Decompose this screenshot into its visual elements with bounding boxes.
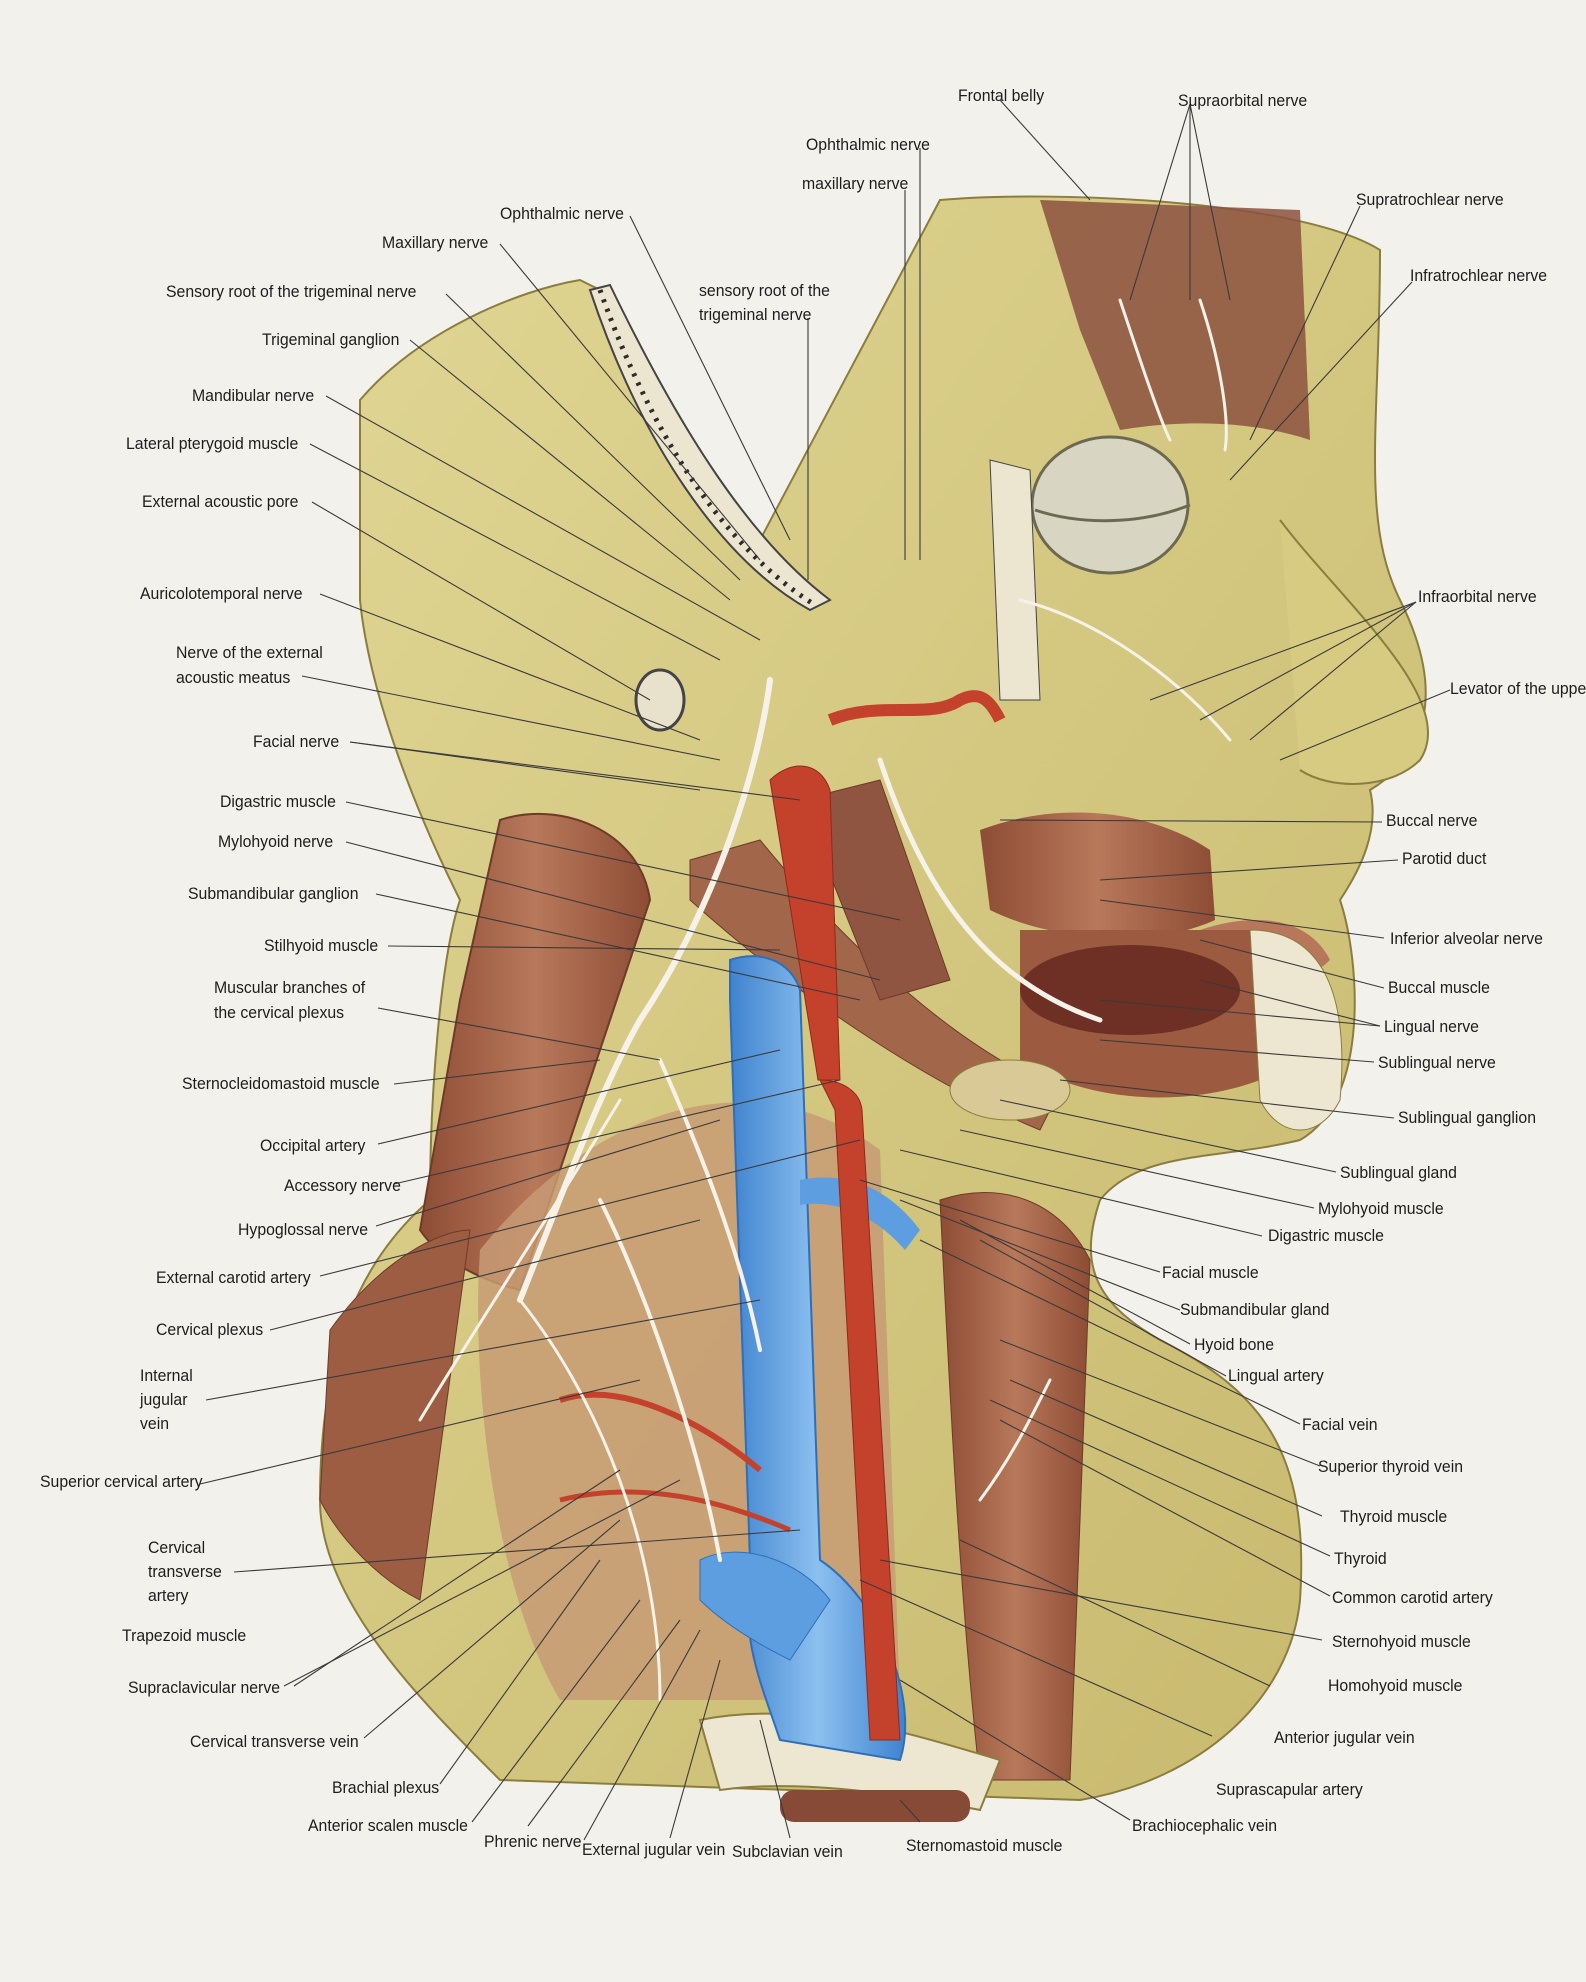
label-trapezoid-muscle: Trapezoid muscle xyxy=(122,1626,247,1645)
frontal-belly xyxy=(1040,200,1310,440)
label-lingual-artery: Lingual artery xyxy=(1228,1366,1324,1385)
label-mylohyoid-nerve: Mylohyoid nerve xyxy=(218,832,334,851)
label-brachial-plexus: Brachial plexus xyxy=(332,1778,440,1797)
label-subclavian-vein: Subclavian vein xyxy=(732,1842,843,1861)
label-occipital-artery: Occipital artery xyxy=(260,1136,366,1155)
label-muscular-branches-1: Muscular branches of xyxy=(214,978,366,997)
eye xyxy=(1030,435,1190,575)
label-external-jugular-vein: External jugular vein xyxy=(582,1840,726,1859)
label-internal-jugular-1: Internal xyxy=(140,1366,193,1385)
label-superior-thyroid-vein: Superior thyroid vein xyxy=(1318,1457,1464,1476)
external-carotid-artery xyxy=(769,765,841,1081)
label-muscular-branches-2: the cervical plexus xyxy=(214,1003,345,1022)
label-facial-muscle: Facial muscle xyxy=(1162,1263,1259,1282)
label-sublingual-gland: Sublingual gland xyxy=(1340,1163,1457,1182)
label-mylohyoid-muscle: Mylohyoid muscle xyxy=(1318,1199,1444,1218)
label-inferior-alveolar-nerve: Inferior alveolar nerve xyxy=(1390,929,1543,948)
label-brachiocephalic-vein: Brachiocephalic vein xyxy=(1132,1816,1278,1835)
label-stylohyoid-muscle: Stilhyoid muscle xyxy=(264,936,379,955)
label-cervical-plexus: Cervical plexus xyxy=(156,1320,264,1339)
label-auriculotemporal-nerve: Auricolotemporal nerve xyxy=(140,584,303,603)
mandible xyxy=(1249,929,1343,1131)
label-sternohyoid-muscle: Sternohyoid muscle xyxy=(1332,1632,1471,1651)
label-anterior-jugular-vein: Anterior jugular vein xyxy=(1274,1728,1415,1747)
label-cervical-transverse-vein: Cervical transverse vein xyxy=(190,1732,359,1751)
label-ophthalmic-nerve-top: Ophthalmic nerve xyxy=(806,135,930,154)
label-infraorbital-nerve: Infraorbital nerve xyxy=(1418,587,1537,606)
label-maxillary-nerve-top: maxillary nerve xyxy=(802,174,909,193)
label-sensory-root-top-2: trigeminal nerve xyxy=(699,305,812,324)
nerves xyxy=(418,298,1232,1702)
label-lingual-nerve: Lingual nerve xyxy=(1384,1017,1479,1036)
label-buccal-muscle: Buccal muscle xyxy=(1388,978,1490,997)
label-phrenic-nerve: Phrenic nerve xyxy=(484,1832,582,1851)
label-nerve-ext-meatus-1: Nerve of the external xyxy=(176,643,323,662)
skull-section xyxy=(588,283,832,612)
label-external-acoustic-pore: External acoustic pore xyxy=(142,492,299,511)
label-frontal-belly: Frontal belly xyxy=(958,86,1045,105)
label-thyroid: Thyroid xyxy=(1334,1549,1387,1568)
label-digastric-muscle: Digastric muscle xyxy=(220,792,336,811)
label-submandibular-ganglion: Submandibular ganglion xyxy=(188,884,359,903)
label-cervical-transverse-artery-3: artery xyxy=(148,1586,189,1605)
subclavian-vein xyxy=(699,1551,831,1661)
clavicle-cut xyxy=(780,1790,970,1822)
label-superior-cervical-artery: Superior cervical artery xyxy=(40,1472,203,1491)
label-hyoid-bone: Hyoid bone xyxy=(1194,1335,1274,1354)
maxillary-artery xyxy=(827,690,1006,726)
label-supratrochlear-nerve: Supratrochlear nerve xyxy=(1356,190,1504,209)
common-carotid-artery xyxy=(819,1079,901,1741)
label-accessory-nerve: Accessory nerve xyxy=(284,1176,401,1195)
branch-artery-2 xyxy=(559,1489,791,1533)
label-anterior-scalene: Anterior scalen muscle xyxy=(308,1816,468,1835)
label-lateral-pterygoid: Lateral pterygoid muscle xyxy=(126,434,299,453)
label-internal-jugular-3: vein xyxy=(140,1414,170,1433)
label-facial-nerve: Facial nerve xyxy=(253,732,340,751)
ear xyxy=(634,668,686,732)
label-digastric-muscle-r: Digastric muscle xyxy=(1268,1226,1384,1245)
label-suprascapular-artery: Suprascapular artery xyxy=(1216,1780,1363,1799)
label-facial-vein: Facial vein xyxy=(1302,1415,1378,1434)
nose xyxy=(1279,519,1429,785)
leader-lines xyxy=(199,99,1451,1841)
mouth-cavity xyxy=(1020,945,1240,1035)
label-sublingual-ganglion: Sublingual ganglion xyxy=(1398,1108,1537,1127)
label-homohyoid-muscle: Homohyoid muscle xyxy=(1328,1676,1463,1695)
cheek-muscle xyxy=(980,812,1215,939)
label-buccal-nerve: Buccal nerve xyxy=(1386,811,1478,830)
label-levator-upper: Levator of the uppe xyxy=(1450,679,1586,698)
label-parotid-duct: Parotid duct xyxy=(1402,849,1487,868)
label-sensory-root: Sensory root of the trigeminal nerve xyxy=(166,282,417,301)
label-trigeminal-ganglion: Trigeminal ganglion xyxy=(262,330,400,349)
label-submandibular-gland: Submandibular gland xyxy=(1180,1300,1330,1319)
label-internal-jugular-2: jugular xyxy=(140,1390,188,1409)
submandibular-gland xyxy=(949,1059,1071,1121)
label-supraclavicular-nerve: Supraclavicular nerve xyxy=(128,1678,281,1697)
label-cervical-transverse-artery-1: Cervical xyxy=(148,1538,206,1557)
label-external-carotid: External carotid artery xyxy=(156,1268,311,1287)
label-nerve-ext-meatus-2: acoustic meatus xyxy=(176,668,291,687)
label-hypoglossal-nerve: Hypoglossal nerve xyxy=(238,1220,369,1239)
label-thyroid-muscle: Thyroid muscle xyxy=(1340,1507,1448,1526)
label-infratrochlear-nerve: Infratrochlear nerve xyxy=(1410,266,1548,285)
label-supraorbital-nerve: Supraorbital nerve xyxy=(1178,91,1308,110)
label-sternocleidomastoid: Sternocleidomastoid muscle xyxy=(182,1074,380,1093)
label-cervical-transverse-artery-2: transverse xyxy=(148,1562,222,1581)
label-maxillary-nerve: Maxillary nerve xyxy=(382,233,489,252)
label-sensory-root-top-1: sensory root of the xyxy=(699,281,830,300)
orbit-section xyxy=(989,459,1041,701)
label-ophthalmic-nerve: Ophthalmic nerve xyxy=(500,204,624,223)
label-sternomastoid-muscle: Sternomastoid muscle xyxy=(906,1836,1063,1855)
label-common-carotid: Common carotid artery xyxy=(1332,1588,1493,1607)
label-sublingual-nerve: Sublingual nerve xyxy=(1378,1053,1496,1072)
trapezius xyxy=(319,1229,471,1601)
label-mandibular-nerve: Mandibular nerve xyxy=(192,386,315,405)
strap-muscles xyxy=(939,1192,1091,1781)
masseter xyxy=(799,779,951,1001)
